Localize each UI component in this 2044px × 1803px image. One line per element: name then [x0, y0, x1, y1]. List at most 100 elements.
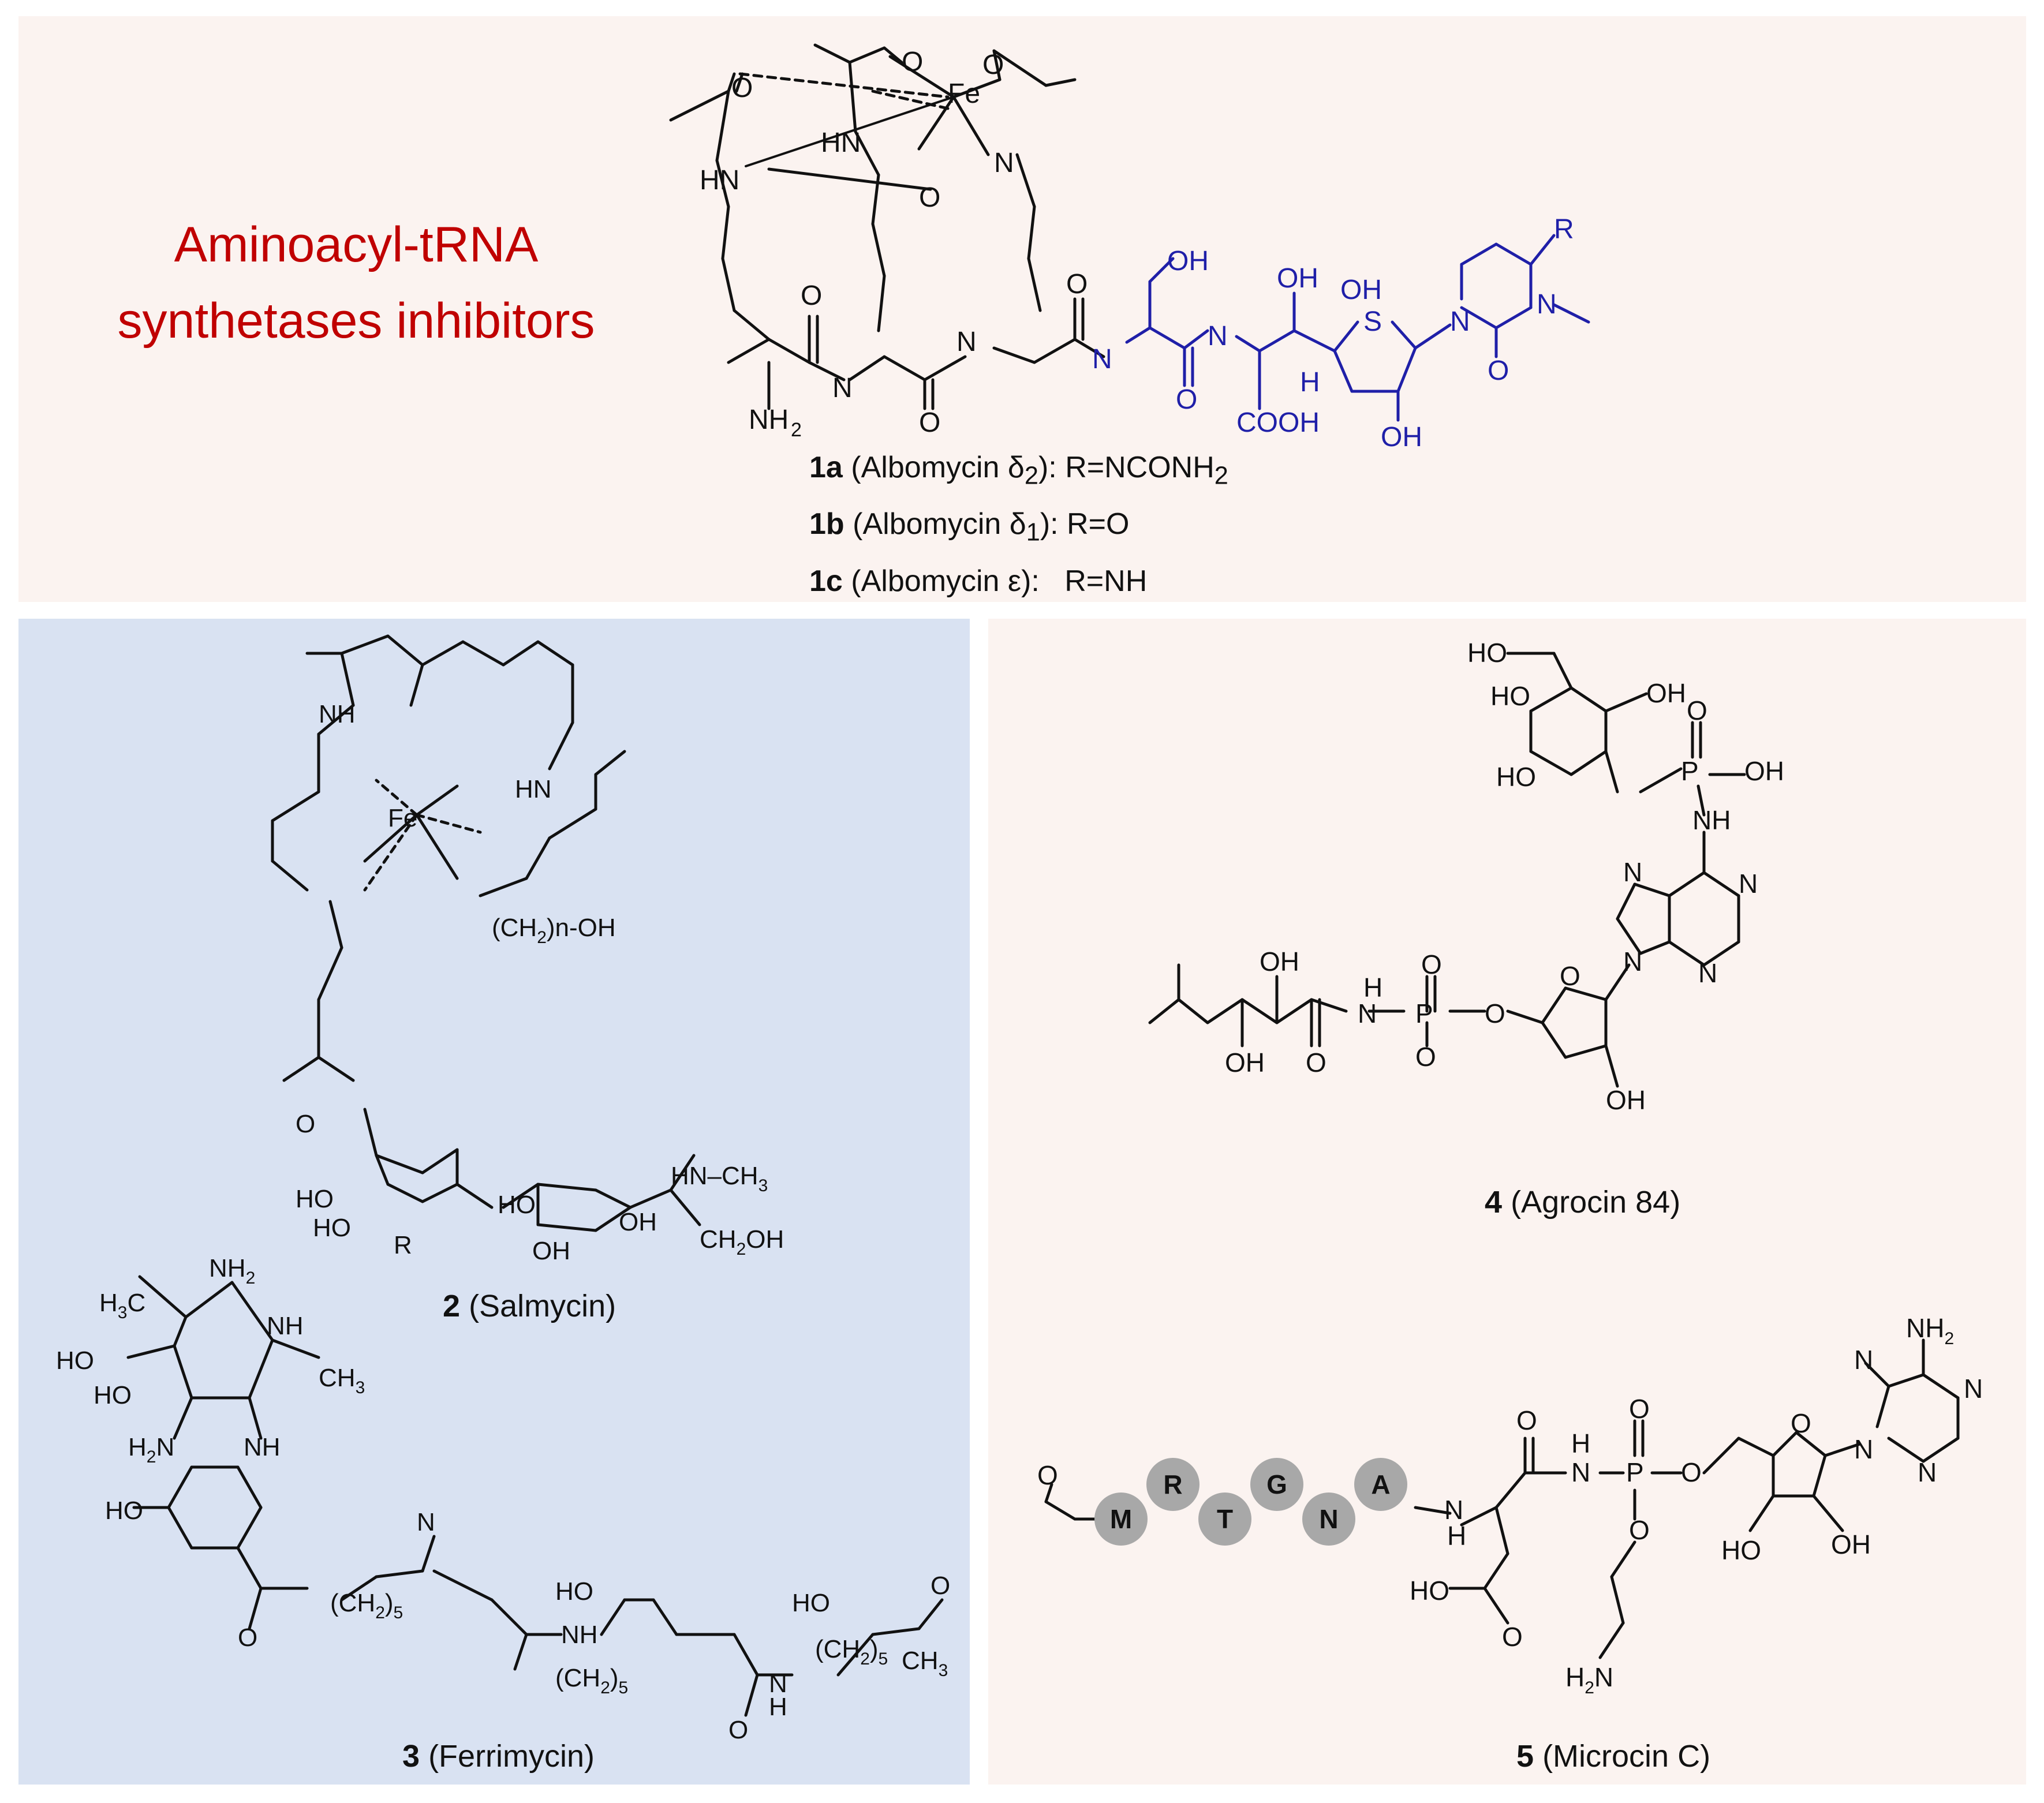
microcin-o-bridge: O [1681, 1457, 1702, 1487]
atom-n-blue-2: N [1208, 321, 1228, 351]
microcin-o-chain: O [1629, 1515, 1650, 1545]
ferrimycin-ch2-2: (CH2)5 [555, 1664, 628, 1697]
atom-o-carbonyl-1: O [801, 280, 822, 311]
microcin-n-amide: N [1571, 1457, 1590, 1487]
microcin-o-p: O [1629, 1394, 1650, 1424]
microcin-h2n: H2N [1565, 1662, 1613, 1697]
ferrimycin-o-1: O [238, 1624, 257, 1652]
atom-nh2-subscript: 2 [791, 419, 802, 441]
microcin-o-aldehyde: O [1037, 1460, 1058, 1490]
ferrimycin-ho-2: HO [94, 1381, 132, 1409]
agrocin-p-2: P [1415, 998, 1433, 1028]
agrocin-n-4: N [1623, 947, 1642, 977]
ferrimycin-n-methyl: N [417, 1508, 435, 1536]
agrocin-o-ring: O [1560, 961, 1580, 991]
salmycin-nhch3: HN–CH3 [671, 1162, 768, 1195]
microcin-h: H [1571, 1428, 1590, 1458]
salmycin-ferrimycin-panel: NH HN Fe (CH2)n-OH O HO HO R HO OH OH HN… [18, 619, 970, 1785]
salmycin-r: R [394, 1231, 412, 1259]
agrocin-oh-1: OH [1646, 678, 1686, 708]
atom-n-ring-2: N [1537, 289, 1557, 320]
ferrimycin-o-3: O [931, 1572, 950, 1600]
salmycin-hn: HN [515, 775, 552, 803]
agrocin-label: 4 (Agrocin 84) [1485, 1185, 1681, 1220]
salmycin-oh-2: OH [532, 1237, 570, 1265]
salmycin-fe: Fe [388, 804, 417, 832]
atom-o-top: O [902, 47, 923, 77]
atom-o-carbonyl-2: O [919, 407, 940, 438]
agrocin-o-3: O [1421, 949, 1442, 979]
title-line-1: Aminoacyl-tRNA [174, 217, 539, 272]
agrocin-oh-2: OH [1744, 756, 1784, 786]
microcin-h-asp: H [1447, 1521, 1466, 1551]
atom-o-ring: O [1488, 356, 1509, 386]
microcin-n-1: N [1854, 1345, 1873, 1375]
agrocin-oh-3: OH [1606, 1085, 1646, 1115]
ferrimycin-ho-1: HO [56, 1346, 94, 1375]
peptide-bead-label-a: A [1371, 1469, 1390, 1499]
ferrimycin-h3c: H3C [99, 1289, 145, 1322]
agrocin-o-1: O [1687, 695, 1707, 725]
salmycin-nh-1: NH [319, 700, 356, 728]
ferrimycin-label: 3 (Ferrimycin) [402, 1739, 595, 1774]
salmycin-ch2n: (CH2)n-OH [492, 914, 616, 947]
variant-1a: 1a (Albomycin δ2): R=NCONH2 [809, 451, 1228, 490]
ferrimycin-nh: NH [267, 1312, 304, 1340]
atom-oh-blue-1: OH [1277, 263, 1318, 294]
ferrimycin-n-hn: N [769, 1670, 787, 1698]
peptide-bead-n [1302, 1492, 1355, 1546]
microcin-ho-acid: HO [1410, 1576, 1449, 1606]
ferrimycin-ch2-1: (CH2)5 [330, 1589, 403, 1622]
peptide-bead-r [1146, 1458, 1200, 1511]
atom-n-amide-2: N [956, 327, 977, 357]
albomycin-structure: Fe HN HN O O O O N O N O N O NH 2 N OH O… [669, 43, 1590, 452]
ferrimycin-ho-5: HO [792, 1589, 830, 1617]
microcin-o-acid: O [1502, 1622, 1523, 1652]
atom-n-right: N [994, 148, 1014, 178]
salmycin-o-ester: O [296, 1110, 315, 1138]
peptide-bead-label-g: G [1266, 1469, 1287, 1499]
atom-o-carbonyl-3: O [1066, 269, 1088, 300]
ferrimycin-ho-4: HO [555, 1577, 593, 1606]
salmycin-label: 2 (Salmycin) [443, 1289, 616, 1323]
microcin-oh: OH [1831, 1529, 1871, 1559]
ferrimycin-ch2-3: (CH2)5 [815, 1635, 888, 1669]
agrocin-o-4: O [1306, 1048, 1326, 1078]
atom-s: S [1363, 306, 1382, 337]
microcin-p: P [1626, 1457, 1644, 1487]
microcin-o-ring: O [1791, 1408, 1811, 1438]
agrocin-n-1: N [1623, 857, 1642, 887]
salmycin-ho-2: HO [313, 1214, 351, 1242]
peptide-bead-a [1354, 1458, 1407, 1511]
agrocin-oh-4: OH [1260, 947, 1299, 977]
agrocin-n-2: N [1739, 869, 1758, 899]
peptide-bead-m [1094, 1492, 1148, 1546]
ferrimycin-ch3: CH3 [902, 1647, 948, 1680]
ferrimycin-nh2: NH2 [209, 1254, 255, 1288]
ferrimycin-nh-2: NH [244, 1433, 281, 1461]
figure-title: Aminoacyl-tRNA synthetases inhibitors [53, 207, 659, 359]
salmycin-ho-1: HO [296, 1185, 334, 1213]
variant-1b: 1b (Albomycin δ1): R=O [809, 507, 1130, 547]
agrocin-ominus: O [1415, 1042, 1436, 1072]
atom-oh-blue-2: OH [1340, 275, 1382, 305]
microcin-nh2: NH2 [1906, 1313, 1954, 1348]
microcin-ho: HO [1721, 1535, 1761, 1565]
atom-n-amide-1: N [832, 373, 853, 403]
salmycin-ferrimycin-structures: NH HN Fe (CH2)n-OH O HO HO R HO OH OH HN… [56, 634, 950, 1744]
microcin-n-asp: N [1444, 1495, 1463, 1525]
atom-n-blue-1: N [1092, 344, 1112, 375]
atom-fe: Fe [948, 78, 980, 109]
peptide-bead-t [1198, 1492, 1251, 1546]
albomycin-panel: Aminoacyl-tRNA synthetases inhibitors [18, 16, 2026, 602]
title-line-2: synthetases inhibitors [117, 293, 595, 349]
ferrimycin-h: H [769, 1693, 787, 1721]
microcin-o-carbonyl: O [1516, 1405, 1537, 1435]
atom-n-ring-1: N [1450, 306, 1470, 337]
atom-o-blue: O [1176, 384, 1197, 415]
agrocin-p-1: P [1681, 756, 1699, 786]
ferrimycin-och3: CH3 [319, 1364, 365, 1397]
ferrimycin-nh-3: NH [561, 1621, 598, 1649]
